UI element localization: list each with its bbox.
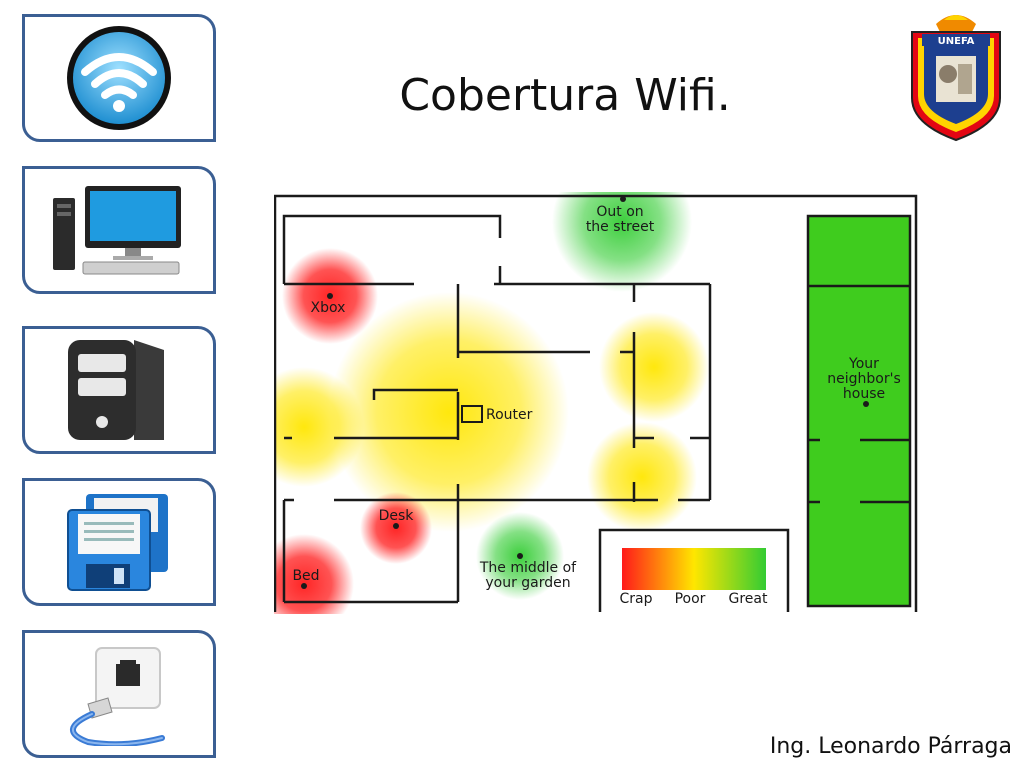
label-neighbor-3: house: [843, 386, 885, 402]
university-seal-icon: UNEFA: [906, 6, 1006, 149]
label-street-1: Out on: [596, 204, 643, 220]
page-title: Cobertura Wifi.: [399, 70, 731, 121]
heat-blob-left: [274, 367, 364, 487]
label-neighbor-2: neighbor's: [827, 371, 901, 387]
desktop-computer-icon: [53, 186, 181, 275]
label-neighbor-1: Your: [848, 356, 879, 372]
label-garden-1: The middle of: [479, 560, 577, 576]
server-tower-icon: [68, 340, 164, 440]
marker-xbox: [327, 293, 333, 299]
ethernet-port-icon: [70, 647, 165, 746]
floor-plan-walls: [274, 194, 918, 612]
wifi-icon: [67, 26, 171, 130]
label-street-2: the street: [586, 219, 655, 235]
marker-neighbor: [863, 401, 869, 407]
floppy-disks-icon: [67, 494, 168, 591]
sidebar-item-backup[interactable]: [22, 478, 216, 606]
heat-blob-bed: [274, 534, 354, 614]
legend-label-great: Great: [729, 591, 768, 607]
sidebar-item-server[interactable]: [22, 326, 216, 454]
router-icon: [461, 405, 483, 423]
marker-desk: [393, 523, 399, 529]
legend-label-crap: Crap: [620, 591, 653, 607]
heat-blob-right-upper: [599, 312, 709, 422]
label-desk: Desk: [379, 508, 415, 524]
author-name: Ing. Leonardo Párraga: [769, 734, 1012, 759]
label-garden-2: your garden: [485, 575, 570, 591]
heat-blob-right-lower: [587, 422, 697, 532]
label-xbox: Xbox: [311, 300, 346, 316]
label-router: Router: [486, 407, 533, 423]
sidebar-item-ethernet[interactable]: [22, 630, 216, 758]
sidebar-item-wifi[interactable]: [22, 14, 216, 142]
marker-street: [620, 196, 626, 202]
wifi-coverage-floor-plan: Out on the street Xbox Router Desk Bed T…: [274, 192, 918, 614]
sidebar-item-desktop[interactable]: [22, 166, 216, 294]
heat-blob-street: [552, 192, 692, 292]
marker-bed: [301, 583, 307, 589]
heat-blobs: [274, 192, 709, 614]
label-bed: Bed: [292, 568, 319, 584]
logo-text: UNEFA: [938, 36, 975, 47]
marker-garden: [517, 553, 523, 559]
neighbor-house-area: [808, 216, 910, 606]
legend-gradient-bar: [622, 548, 766, 590]
legend-label-poor: Poor: [675, 591, 706, 607]
